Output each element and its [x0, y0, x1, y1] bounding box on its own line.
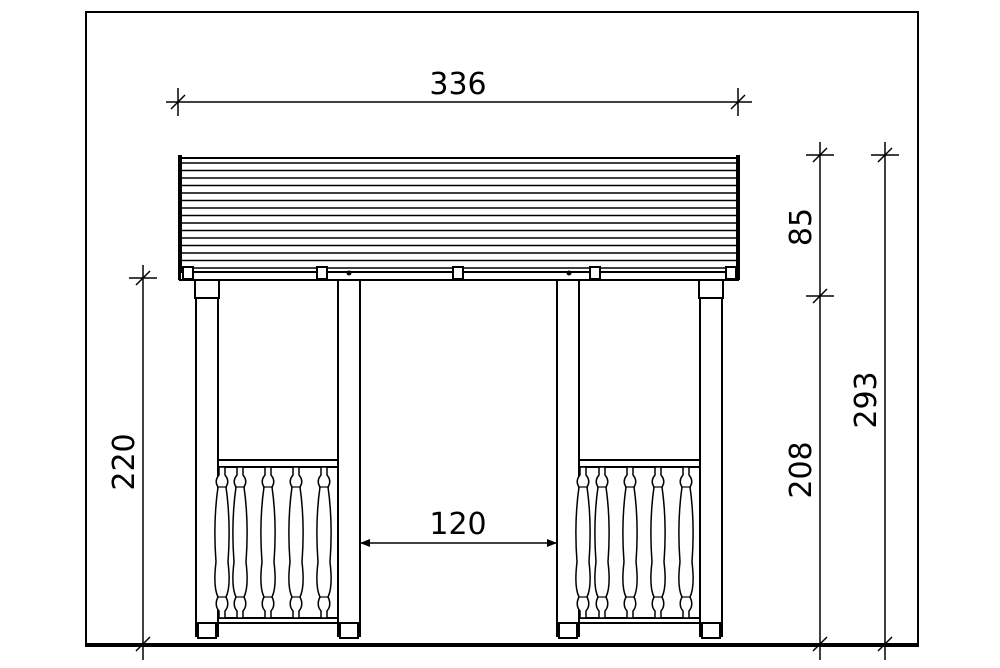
roof-right-edge	[736, 155, 740, 280]
post-left-inner	[337, 279, 361, 637]
post-height-label: 220	[107, 433, 142, 490]
roof-boards	[182, 162, 736, 269]
wall-height-label: 208	[784, 441, 819, 498]
roof-left-edge	[178, 155, 182, 280]
baluster	[288, 466, 304, 619]
total-height-label: 293	[849, 371, 884, 428]
dimension-overall-width: 336	[166, 67, 752, 116]
baluster	[214, 466, 230, 619]
baluster	[232, 466, 248, 619]
baluster	[260, 466, 276, 619]
dimension-opening-width: 120	[360, 507, 557, 547]
post-right-outer	[699, 279, 723, 637]
balusters	[214, 466, 694, 619]
roof	[178, 155, 740, 639]
baluster	[678, 466, 694, 619]
dimension-post-height: 220	[107, 265, 157, 660]
opening-width-label: 120	[429, 507, 486, 542]
dimension-total-height: 293	[849, 142, 899, 660]
railing-left	[217, 459, 339, 624]
roof-height-label: 85	[784, 208, 819, 246]
dimension-roof-and-wall: 85 208	[784, 142, 834, 660]
baluster	[594, 466, 610, 619]
drawing-frame	[85, 11, 919, 647]
baluster	[650, 466, 666, 619]
railing-right	[578, 459, 701, 624]
baluster	[622, 466, 638, 619]
baluster	[575, 466, 591, 619]
baluster	[316, 466, 332, 619]
overall-width-label: 336	[429, 67, 486, 102]
